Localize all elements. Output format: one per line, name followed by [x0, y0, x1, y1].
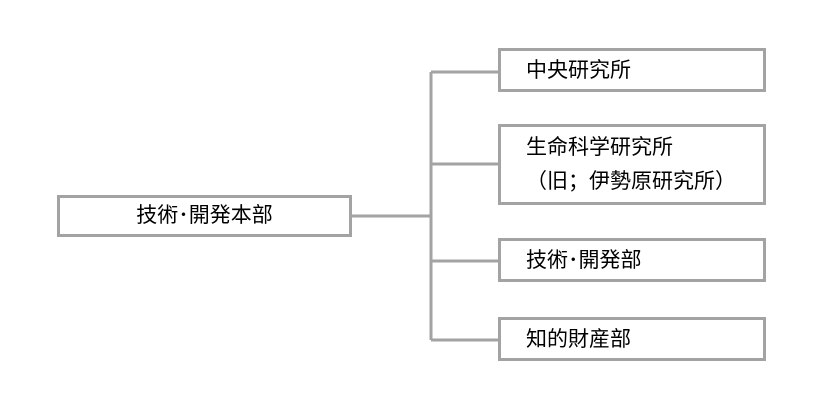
- child-node-life-science-research: 生命科学研究所 （旧；伊勢原研究所）: [498, 124, 766, 205]
- child-node-intellectual-property: 知的財産部: [498, 317, 766, 361]
- child-node-sublabel: （旧；伊勢原研究所）: [526, 169, 736, 193]
- child-node-label: 知的財産部: [526, 327, 631, 351]
- root-node: 技術･開発本部: [57, 195, 352, 237]
- child-node-label: 技術･開発部: [526, 248, 642, 272]
- child-node-central-research: 中央研究所: [498, 48, 766, 92]
- child-node-label: 中央研究所: [526, 58, 631, 82]
- child-node-label: 生命科学研究所: [526, 135, 673, 159]
- root-node-label: 技術･開発本部: [136, 203, 273, 227]
- child-node-technology-development: 技術･開発部: [498, 238, 766, 282]
